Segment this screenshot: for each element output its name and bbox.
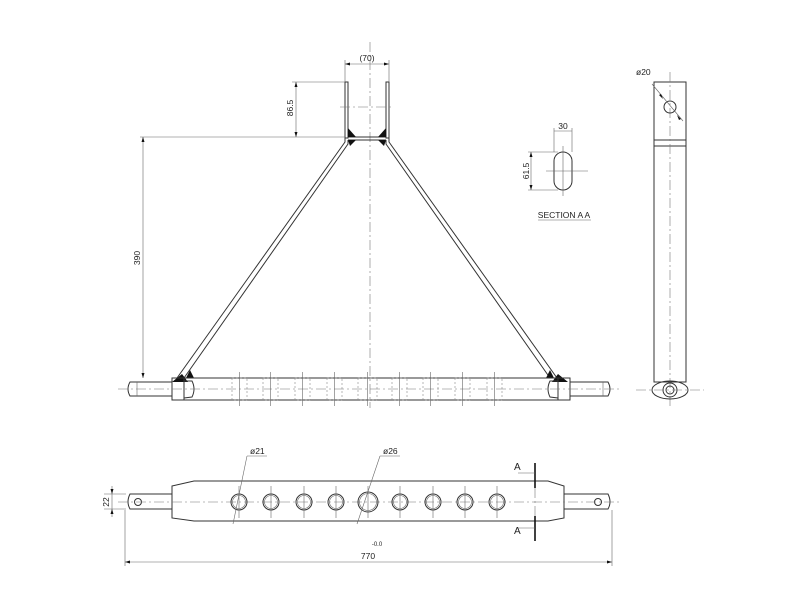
dim-section-height: 61.5	[521, 162, 531, 179]
dim-clevis-height: 86.5	[285, 99, 295, 116]
section-title: SECTION A A	[538, 210, 591, 220]
section-mark-bottom: A	[514, 526, 521, 537]
front-view: (70) 86.5 390	[118, 42, 622, 408]
section-mark-top: A	[514, 462, 521, 473]
dim-side-hole: ø20	[636, 67, 651, 77]
side-view: ø20	[636, 67, 704, 406]
dim-tolerance: -0.0	[372, 542, 383, 548]
dim-pin: 22	[101, 497, 111, 507]
dim-section-width: 30	[558, 121, 568, 131]
dim-large-hole: ø26	[383, 446, 398, 456]
section-a-a: 30 61.5 SECTION A A	[521, 121, 591, 221]
dim-clevis-width: (70)	[359, 53, 374, 63]
dim-small-hole: ø21	[250, 446, 265, 456]
dim-height: 390	[132, 251, 142, 265]
dim-length: 770	[361, 551, 375, 561]
bottom-view: ø21 ø26 A A 22 -0.0 770	[101, 446, 622, 566]
